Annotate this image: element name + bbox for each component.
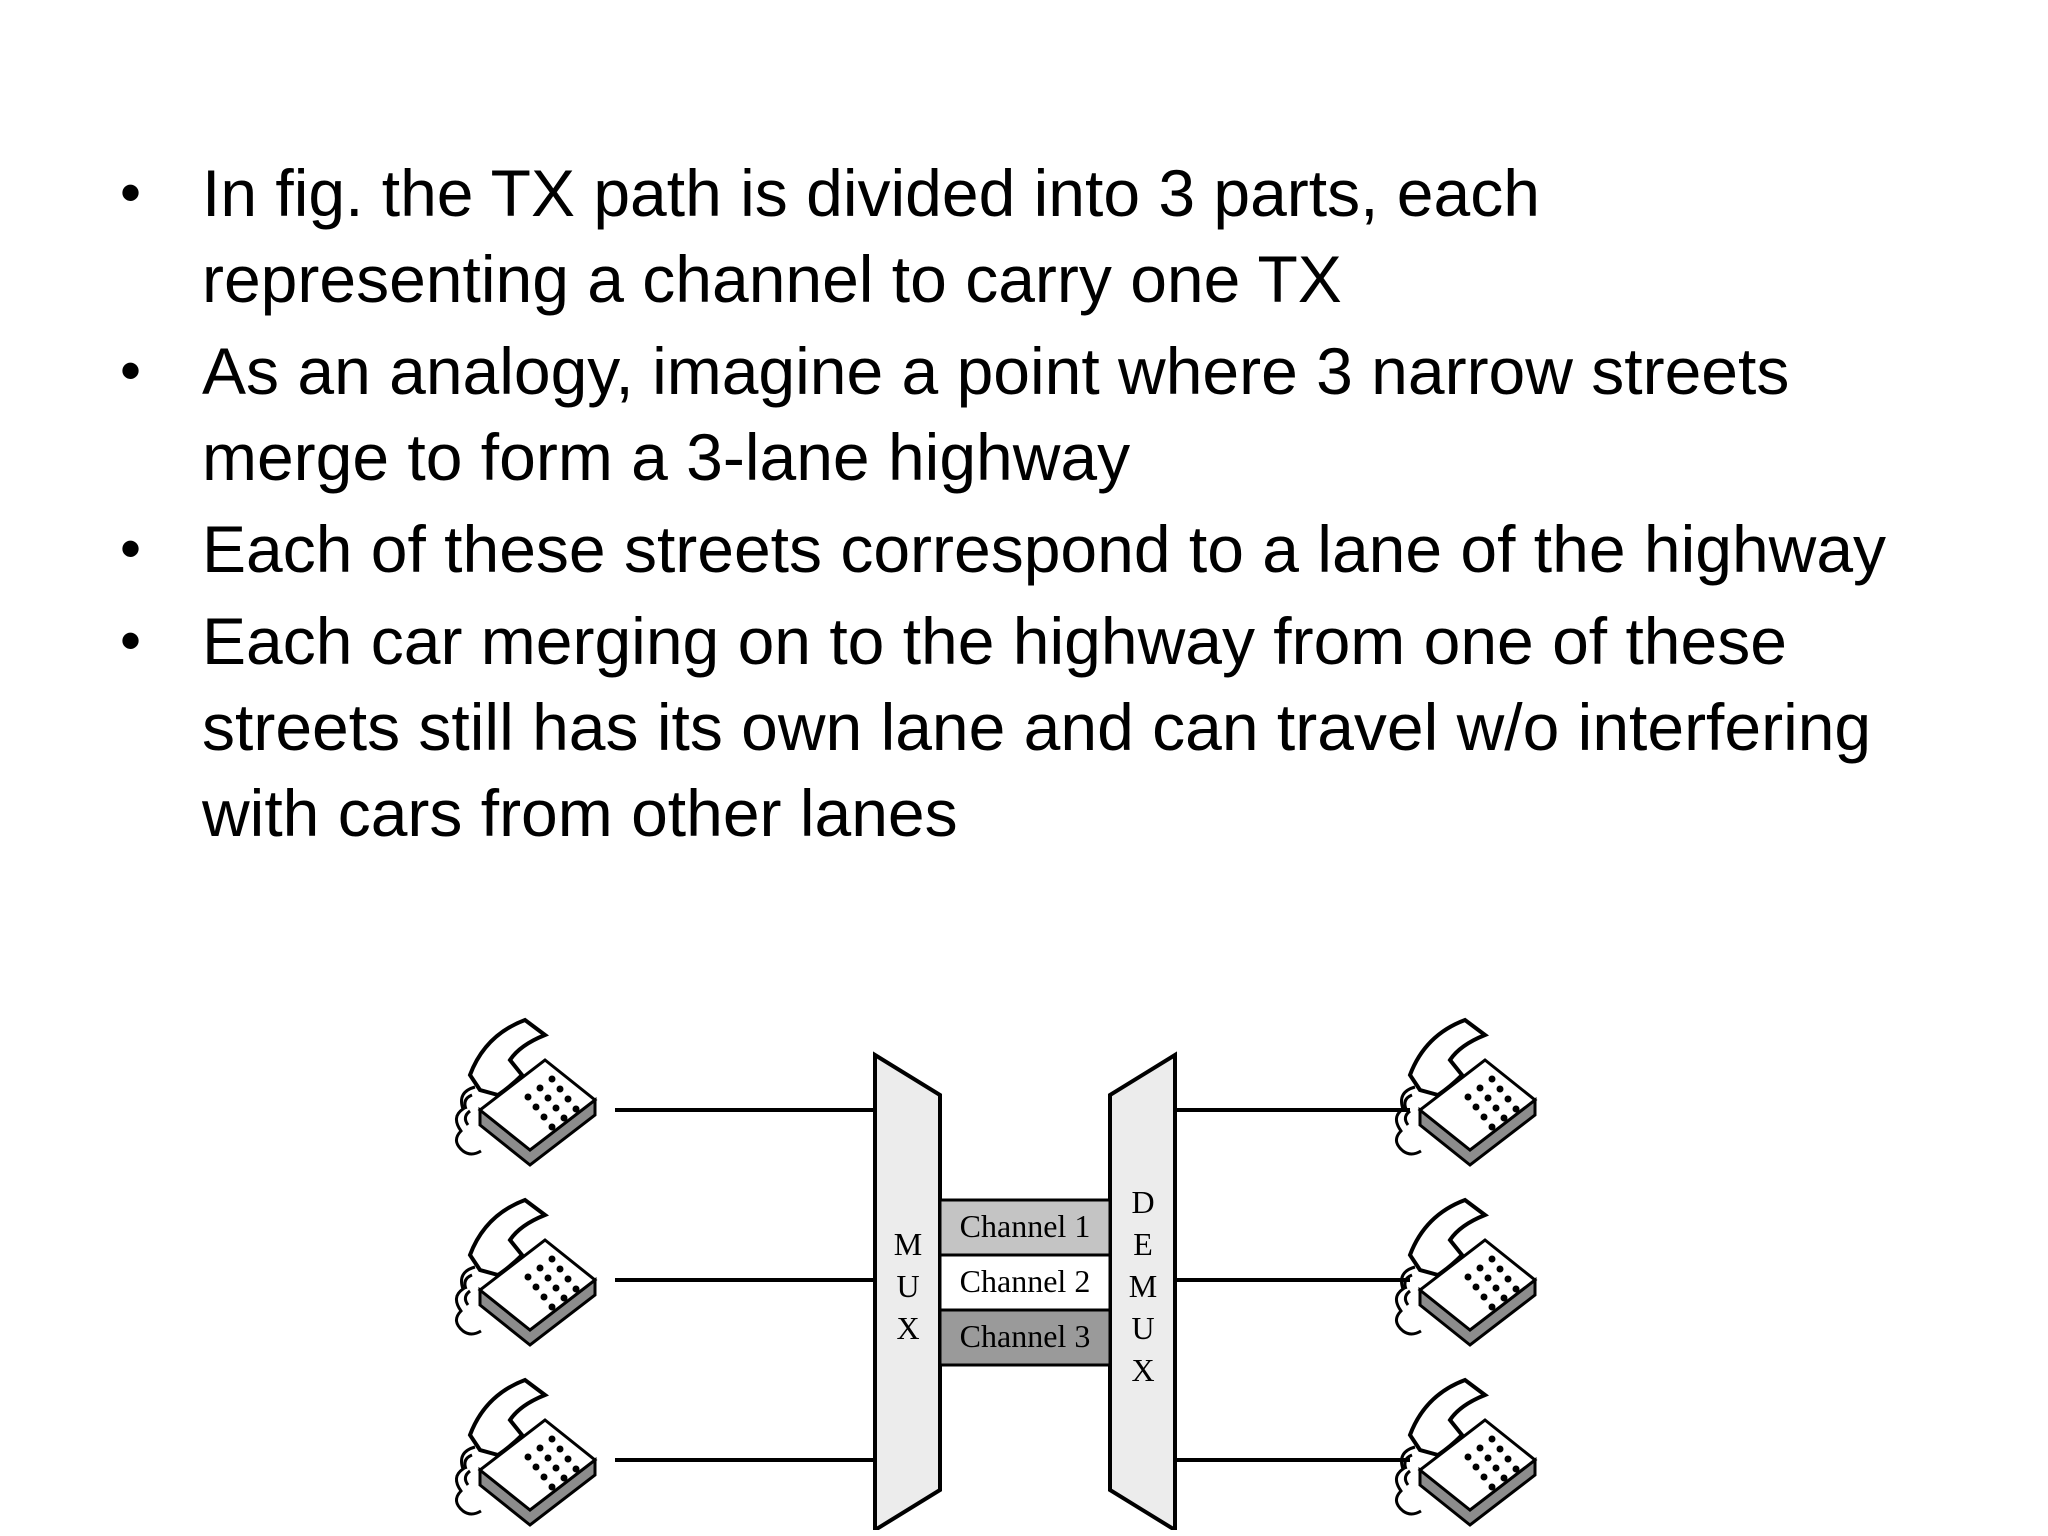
channel-2-label: Channel 2	[960, 1263, 1091, 1299]
bullet-item: • Each of these streets correspond to a …	[120, 506, 1920, 592]
bullet-text: Each of these streets correspond to a la…	[202, 512, 1887, 586]
demux-box	[1108, 1051, 1177, 1530]
mux-label: M U X	[894, 1226, 922, 1346]
bullet-item: • Each car merging on to the highway fro…	[120, 598, 1920, 856]
telephone-icon	[454, 1378, 597, 1527]
channel-3-band	[938, 1308, 1112, 1367]
demux-letter: E	[1133, 1226, 1153, 1262]
mux-letter: M	[894, 1226, 922, 1262]
bullet-marker: •	[120, 159, 142, 226]
bullet-text: As an analogy, imagine a point where 3 n…	[202, 334, 1790, 494]
mux-letter: X	[896, 1310, 919, 1346]
telephone-icon	[1394, 1378, 1537, 1527]
bullet-item: • In fig. the TX path is divided into 3 …	[120, 150, 1920, 322]
telephone-icon	[1394, 1198, 1537, 1347]
channel-stack: Channel 1 Channel 2 Channel 3	[938, 1198, 1112, 1367]
channel-3-label: Channel 3	[960, 1318, 1091, 1354]
demux-letter: M	[1129, 1268, 1157, 1304]
telephone-icon	[454, 1018, 597, 1167]
mux-box	[873, 1051, 942, 1530]
bullet-text: In fig. the TX path is divided into 3 pa…	[202, 156, 1540, 316]
telephone-icon	[1394, 1018, 1537, 1167]
bullet-text: Each car merging on to the highway from …	[202, 604, 1872, 850]
multiplexing-diagram: Channel 1 Channel 2 Channel 3 M U X D E …	[454, 1018, 1537, 1530]
channel-1-label: Channel 1	[960, 1208, 1091, 1244]
channel-2-band	[938, 1253, 1112, 1312]
demux-label: D E M U X	[1129, 1184, 1157, 1388]
bullet-marker: •	[120, 337, 142, 404]
demux-letter: D	[1131, 1184, 1154, 1220]
bullet-item: • As an analogy, imagine a point where 3…	[120, 328, 1920, 500]
bullet-list: • In fig. the TX path is divided into 3 …	[120, 150, 1920, 862]
bullet-marker: •	[120, 607, 142, 674]
bullet-marker: •	[120, 515, 142, 582]
telephone-icon	[454, 1198, 597, 1347]
channel-1-band	[938, 1198, 1112, 1257]
demux-letter: X	[1131, 1352, 1154, 1388]
mux-letter: U	[896, 1268, 919, 1304]
demux-letter: U	[1131, 1310, 1154, 1346]
